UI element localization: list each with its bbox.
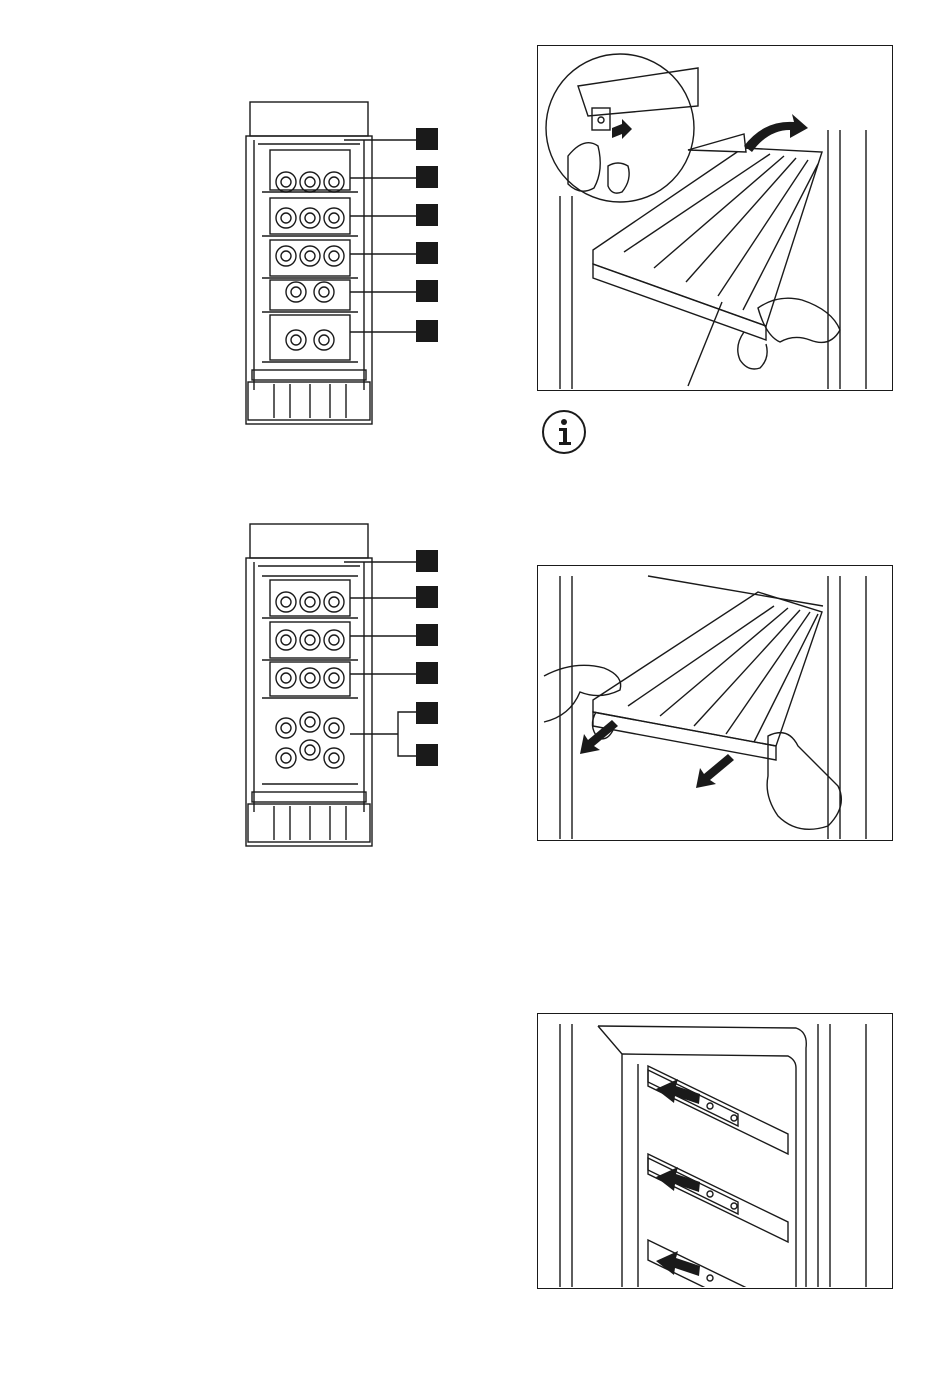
shelf-pull-out-illustration <box>537 565 893 841</box>
info-icon <box>541 409 587 455</box>
shelf-lift-illustration <box>537 45 893 391</box>
cabinet-diagram-1 <box>240 100 450 430</box>
rail-slide-in-illustration <box>537 1013 893 1289</box>
cabinet-diagram-2 <box>240 522 450 852</box>
